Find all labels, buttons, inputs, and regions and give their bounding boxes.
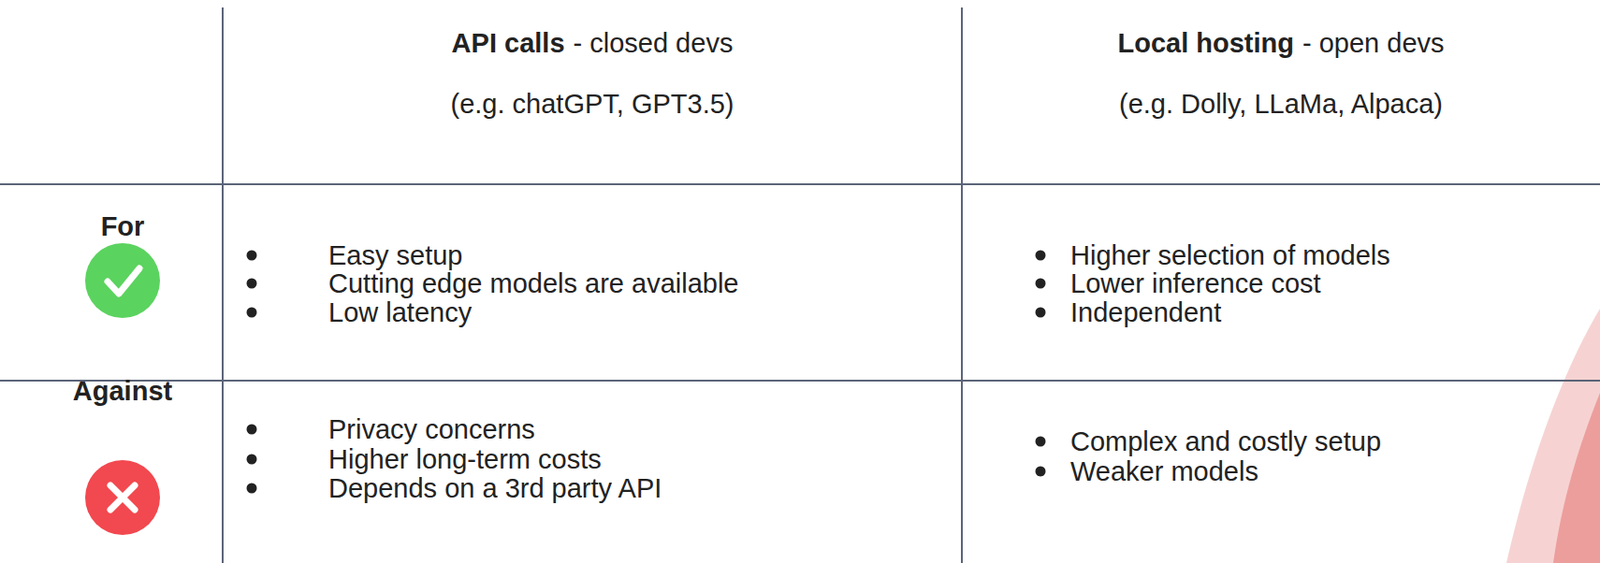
bullet-dot — [1035, 436, 1047, 448]
corner-decoration — [1506, 308, 1600, 563]
column-header: (e.g. chatGPT, GPT3.5) — [450, 87, 735, 121]
column-header: API calls — [451, 27, 566, 60]
table-cell: Weaker models — [1070, 455, 1259, 489]
header-line: Local hosting- open devs — [1117, 27, 1444, 60]
check-icon — [85, 243, 160, 319]
header-line: API calls- closed devs — [451, 27, 734, 60]
bullet-dot — [247, 307, 258, 319]
bullet-dot — [1035, 278, 1047, 290]
table-cell: Low latency — [328, 296, 472, 330]
column-header: Against — [72, 375, 173, 408]
table-cell: Independent — [1070, 296, 1222, 330]
table-cell: Higher selection of models — [1070, 239, 1391, 273]
cross-icon — [85, 460, 160, 536]
column-header: - open devs — [1302, 27, 1445, 60]
corner-decoration — [1553, 392, 1600, 563]
table-cell: Depends on a 3rd party API — [328, 472, 662, 506]
grid-line — [221, 7, 224, 563]
column-header: Local hosting — [1117, 27, 1295, 60]
bullet-dot — [247, 278, 258, 290]
column-header: (e.g. Dolly, LLaMa, Alpaca) — [1119, 87, 1443, 121]
table-cell: Lower inference cost — [1070, 267, 1322, 301]
grid-line — [0, 379, 1600, 382]
bullet-dot — [1035, 307, 1047, 319]
column-header: - closed devs — [573, 27, 734, 60]
grid-line — [960, 7, 963, 563]
bullet-dot — [1035, 250, 1047, 262]
table-cell: Higher long-term costs — [328, 443, 602, 477]
column-header: For — [101, 210, 146, 244]
table-cell: Cutting edge models are available — [328, 267, 740, 301]
bullet-dot — [247, 454, 258, 466]
bullet-dot — [247, 483, 258, 495]
bullet-dot — [247, 424, 258, 436]
table-cell: Easy setup — [328, 239, 463, 273]
bullet-dot — [247, 250, 258, 262]
bullet-dot — [1035, 466, 1047, 478]
table-cell: Complex and costly setup — [1070, 425, 1382, 459]
table-cell: Privacy concerns — [328, 413, 536, 447]
grid-line — [0, 183, 1600, 186]
